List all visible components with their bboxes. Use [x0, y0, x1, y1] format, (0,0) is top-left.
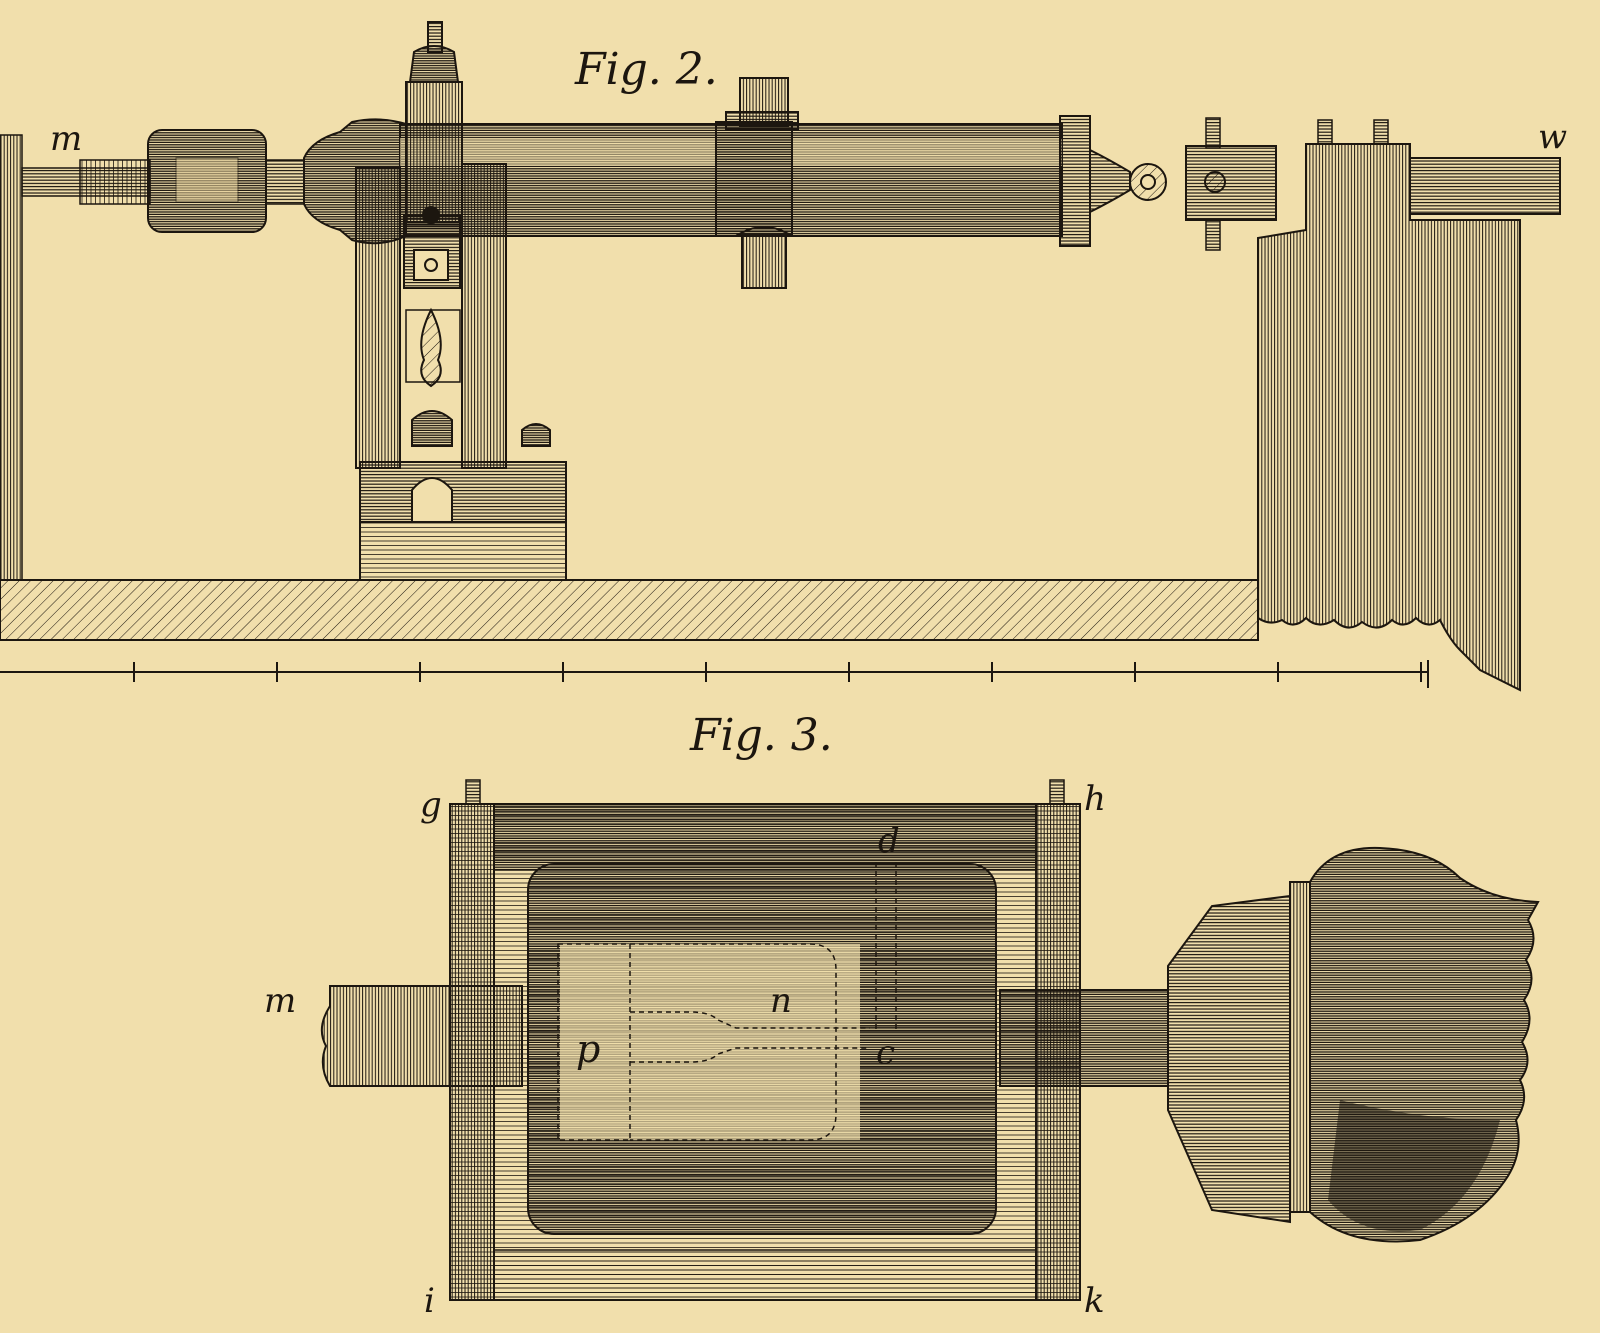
right-shaft — [999, 989, 1169, 1087]
fig2-label-m: m — [50, 119, 82, 159]
scale-ticks — [133, 662, 1422, 682]
coupling-drum — [147, 129, 305, 233]
fig2-label-w: w — [1538, 117, 1567, 157]
fig3-label-h: h — [1084, 779, 1106, 819]
figure-3: Fig. 3. — [264, 710, 1540, 1321]
left-post — [0, 134, 23, 581]
shaft-m — [21, 159, 151, 205]
fig3-label-m: m — [264, 981, 296, 1021]
fig3-label-p: p — [576, 1027, 600, 1071]
fig3-caption: Fig. 3. — [689, 710, 833, 761]
figure-2: Fig. 2. m — [0, 21, 1567, 692]
fig3-label-g: g — [420, 785, 442, 825]
right-post — [1257, 119, 1561, 692]
fig3-label-c: c — [876, 1033, 895, 1073]
mould-box — [527, 862, 997, 1235]
hub — [1167, 846, 1540, 1243]
bed — [0, 579, 1259, 641]
fig3-label-d: d — [878, 821, 900, 861]
scale-bar — [0, 660, 1429, 688]
fig3-label-k: k — [1084, 1281, 1105, 1321]
fig3-label-n: n — [770, 981, 792, 1021]
clamp-collar — [715, 77, 799, 289]
fig2-caption: Fig. 2. — [574, 44, 718, 95]
right-clamp — [1185, 117, 1277, 251]
support-standard — [355, 21, 567, 581]
fig3-label-i: i — [424, 1281, 435, 1321]
shaft-m-fig3 — [320, 985, 523, 1087]
